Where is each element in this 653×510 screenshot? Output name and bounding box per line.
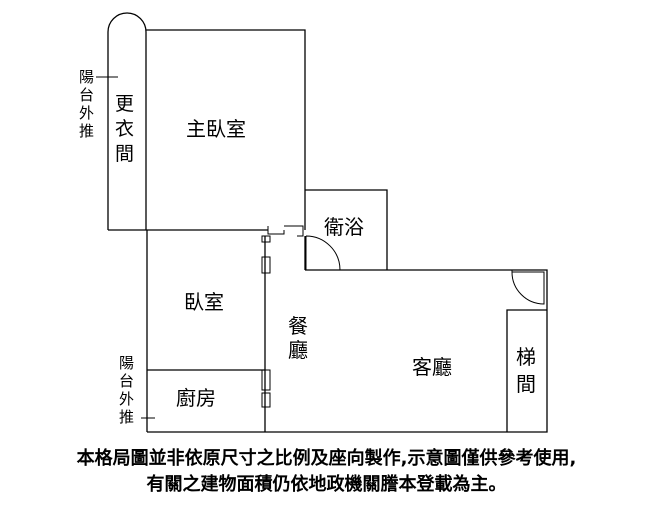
- bathroom-label: 衛浴: [324, 215, 364, 239]
- door-jamb-4: [261, 392, 271, 408]
- closet-label-1: 更: [115, 93, 134, 115]
- living-room-wall: [147, 269, 548, 433]
- master-bedroom-wall: [146, 29, 306, 230]
- closet-wall: [107, 12, 147, 230]
- balcony-top-note-4: 推: [79, 122, 94, 140]
- master-bedroom-label: 主臥室: [186, 117, 246, 141]
- balcony-top-note-1: 陽: [79, 68, 94, 86]
- balcony-bottom-note-3: 外: [119, 390, 134, 408]
- balcony-bottom-note-2: 台: [119, 372, 134, 390]
- balcony-bottom-note-4: 推: [119, 408, 134, 426]
- bedroom-label: 臥室: [184, 290, 224, 314]
- living-room-label: 客廳: [412, 355, 452, 379]
- stairs-label-1: 梯: [516, 345, 536, 369]
- dining-label-2: 廳: [288, 338, 308, 362]
- closet-label-2: 衣: [115, 118, 134, 140]
- stairwell-wall: [506, 309, 547, 432]
- bathroom-door: [305, 235, 341, 271]
- balcony-top-note-3: 外: [79, 104, 94, 122]
- balcony-top-note-2: 台: [79, 86, 94, 104]
- disclaimer-line-1: 本格局圖並非依原尺寸之比例及座向製作,示意圖僅供參考使用,: [76, 448, 577, 469]
- door-jamb-3: [261, 369, 271, 391]
- closet-label-3: 間: [115, 143, 134, 165]
- door-jamb-1: [261, 235, 271, 243]
- bathroom-wall: [305, 189, 388, 270]
- door-jamb-2: [261, 256, 271, 274]
- kitchen-label: 廚房: [176, 386, 216, 410]
- disclaimer-line-2: 有關之建物面積仍依地政機關謄本登載為主。: [146, 474, 507, 495]
- balcony-bottom-note-1: 陽: [119, 354, 134, 372]
- dining-label-1: 餐: [288, 314, 308, 338]
- opening-frame: [267, 225, 304, 237]
- entry-door: [511, 270, 545, 305]
- stairs-label-2: 間: [516, 372, 536, 396]
